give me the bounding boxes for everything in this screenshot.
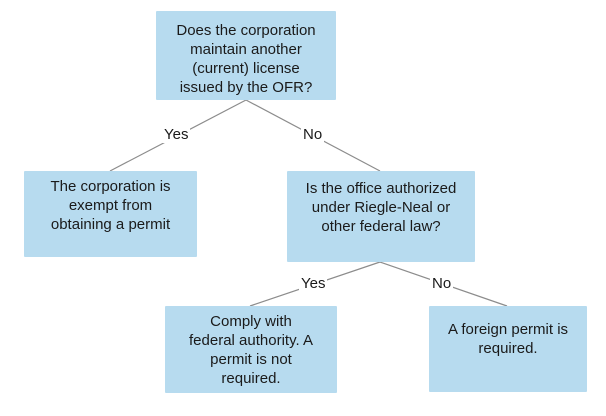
node-comply-federal-authority-text: Comply with federal authority. A permit … [189, 313, 313, 387]
node-foreign-permit-required: A foreign permit is required. [429, 306, 587, 392]
node-question-ofr-license-text: Does the corporation maintain another (c… [176, 22, 316, 96]
node-question-federal-authorization: Is the office authorized under Riegle-Ne… [287, 171, 475, 262]
edge-label-q2-yes: Yes [299, 275, 328, 292]
edge-label-q1-yes: Yes [162, 126, 191, 143]
node-exempt-from-permit: The corporation is exempt from obtaining… [24, 171, 197, 257]
node-foreign-permit-required-text: A foreign permit is required. [447, 321, 569, 357]
edge-label-q2-no: No [430, 275, 454, 292]
edge-label-q1-no: No [301, 126, 325, 143]
node-exempt-from-permit-text: The corporation is exempt from obtaining… [50, 178, 171, 233]
node-question-ofr-license: Does the corporation maintain another (c… [156, 11, 336, 100]
node-question-federal-authorization-text: Is the office authorized under Riegle-Ne… [305, 180, 457, 235]
node-comply-federal-authority: Comply with federal authority. A permit … [165, 306, 337, 393]
